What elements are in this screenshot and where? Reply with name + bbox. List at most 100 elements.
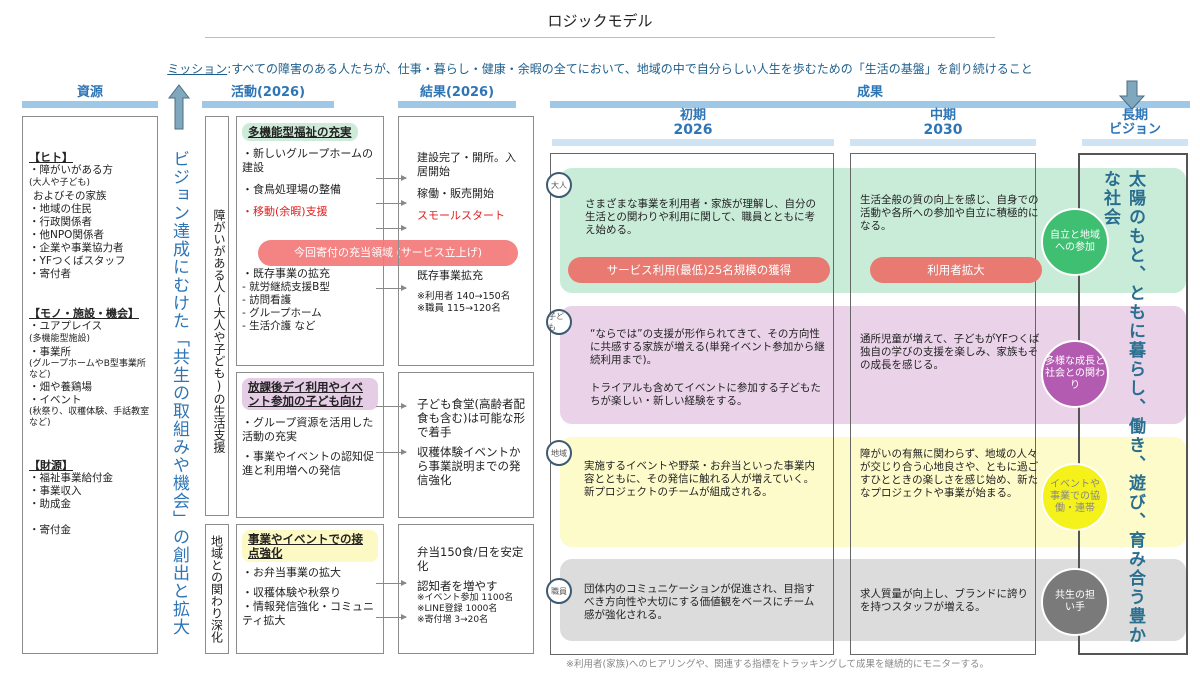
resource-item: ・事業収入 xyxy=(29,485,82,497)
goal-community-text: イベントや事業での協働・連帯 xyxy=(1050,479,1100,514)
outcome-mid-header: 中期 2030 xyxy=(850,108,1036,138)
resource-item: ・地域の住民 xyxy=(29,203,92,215)
children-initial-text: “ならでは”の支援が形作られてきて、その方向性に共感する家族が増える(単発イベン… xyxy=(590,328,825,366)
arrow-right-icon xyxy=(376,285,407,291)
footnote: ※利用者(家族)へのヒアリングや、関連する指標をトラッキングして成果を継続的にモ… xyxy=(566,659,990,670)
activity-item: ・情報発信強化・コミュニティ拡大 xyxy=(242,600,374,627)
initial-year: 2026 xyxy=(673,122,713,138)
resources-money-list: ・福祉事業給付金 ・事業収入 ・助成金 ・寄付金 xyxy=(29,472,152,537)
tag-adults-text: 大人 xyxy=(551,180,567,190)
arrow-right-icon xyxy=(376,403,407,409)
long-sub-bar xyxy=(1082,139,1188,146)
tag-children: 子ども xyxy=(546,309,572,335)
title-divider xyxy=(205,37,995,38)
resource-item: ・障がいがある方 xyxy=(29,164,113,176)
resource-item: ・企業や事業協力者 xyxy=(29,242,124,254)
resource-item: ・ユアプレイス xyxy=(29,320,103,332)
goal-adults-text: 自立と地域への参加 xyxy=(1050,230,1100,253)
activity-item: ・新しいグループホームの建設 xyxy=(242,147,374,174)
goal-staff: 共生の担い手 xyxy=(1041,568,1109,636)
mid-sub-bar xyxy=(850,139,1036,146)
mid-year: 2030 xyxy=(923,122,963,138)
mid-label: 中期 xyxy=(929,108,956,123)
adults-initial-pill: サービス利用(最低)25名規模の獲得 xyxy=(568,257,830,283)
tag-staff-text: 職員 xyxy=(551,586,567,596)
side-label-life-support: 障がいがある人(大人や子ども)の生活支援 xyxy=(205,116,229,516)
resource-item: ・福祉事業給付金 xyxy=(29,472,113,484)
resource-item: およびその家族 xyxy=(33,190,107,202)
children-mid-text: 通所児童が増えて、子どもがYFつくば独自の学びの支援を楽しみ、家族もその成長を感… xyxy=(860,333,1040,371)
resource-item: (秋祭り、収穫体験、手話教室など) xyxy=(29,407,150,428)
resource-item: ・行政関係者 xyxy=(29,216,92,228)
result-metric: ※LINE登録 1000名 xyxy=(417,604,498,614)
activity-block-3-heading: 事業やイベントでの接点強化 xyxy=(242,530,378,562)
result-metric: ※イベント参加 1100名 xyxy=(417,593,514,603)
resources-people-list: ・障がいがある方 (大人や子ども) およびその家族 ・地域の住民 ・行政関係者 … xyxy=(29,164,152,281)
column-bar-resources xyxy=(22,101,158,108)
resource-item: ・他NPO関係者 xyxy=(29,229,104,241)
initial-sub-bar xyxy=(552,139,834,146)
donation-allocation-pill: 今回寄付の充当領域 (サービス立上げ) xyxy=(258,240,518,266)
result-block-1: 建設完了・開所。入居開始 稼働・販売開始 スモールスタート 既存事業拡充 ※利用… xyxy=(398,116,534,366)
result-item: 認知者を増やす xyxy=(417,579,498,593)
column-header-results: 結果(2026) xyxy=(419,85,495,100)
adults-mid-pill: 利用者拡大 xyxy=(870,257,1042,283)
adults-mid-text: 生活全般の質の向上を感じ、自身での活動や各所への参加や自立に積極的になる。 xyxy=(860,194,1039,232)
arrow-right-icon xyxy=(376,580,407,586)
activity-block-1-heading: 多機能型福祉の充実 xyxy=(242,123,358,141)
goal-children-text: 多様な成長と社会との関わり xyxy=(1045,356,1105,391)
down-arrow-icon xyxy=(1119,80,1145,110)
result-metric: ※利用者 140→150名 xyxy=(417,291,511,302)
resources-box: 【ヒト】 ・障がいがある方 (大人や子ども) およびその家族 ・地域の住民 ・行… xyxy=(22,116,158,654)
side-label-community-text: 地域との関わり深化 xyxy=(209,535,224,643)
side-label-life-support-text: 障がいがある人(大人や子ども)の生活支援 xyxy=(212,209,226,453)
initial-column-box xyxy=(550,153,834,655)
mission-label: ミッション xyxy=(167,62,228,76)
resource-item: ・助成金 xyxy=(29,498,71,510)
arrow-right-icon xyxy=(376,175,407,181)
tag-staff: 職員 xyxy=(546,578,572,604)
column-bar-outcomes xyxy=(550,101,1190,108)
activity-block-2-heading: 放課後デイ利用やイベント参加の子ども向け xyxy=(242,378,378,410)
resources-things-list: ・ユアプレイス (多機能型施設) ・事業所 (グループホームやB型事業所など) … xyxy=(29,320,152,429)
activity-item: ・食鳥処理場の整備 xyxy=(242,183,341,196)
result-item-highlight: スモールスタート xyxy=(417,209,505,222)
activity-item: ・お弁当事業の拡大 xyxy=(242,566,341,579)
initial-label: 初期 xyxy=(679,108,706,123)
activity-item: ・グループ資源を活用した活動の充実 xyxy=(242,416,374,443)
activity-item: ・収穫体験や秋祭り xyxy=(242,586,341,599)
side-label-community: 地域との関わり深化 xyxy=(205,524,229,654)
goal-children: 多様な成長と社会との関わり xyxy=(1041,340,1109,408)
activity-subitem: - 生活介護 など xyxy=(242,320,316,332)
adults-initial-text: さまざまな事業を利用者・家族が理解し、自分の生活との関わりや利用に関して、職員と… xyxy=(585,198,816,236)
result-item: 建設完了・開所。入居開始 xyxy=(417,151,516,178)
resources-money-heading: 【財源】 xyxy=(29,459,73,472)
column-bar-activities xyxy=(202,101,334,108)
mission-text: :すべての障害のある人たちが、仕事・暮らし・健康・余暇の全てにおいて、地域の中で… xyxy=(227,62,1033,76)
activity-item: ・既存事業の拡充 xyxy=(242,267,330,280)
arrow-right-icon xyxy=(376,225,407,231)
page-title: ロジックモデル xyxy=(547,12,653,30)
resource-item: ・畑や養鶏場 xyxy=(29,381,92,393)
result-metric: ※寄付増 3→20名 xyxy=(417,615,489,625)
resource-item xyxy=(29,511,152,524)
long-sub: ビジョン xyxy=(1108,122,1161,137)
activity-subitem: - 訪問看護 xyxy=(242,294,292,306)
activity-block-1: 多機能型福祉の充実 ・新しいグループホームの建設 ・食鳥処理場の整備 ・移動(余… xyxy=(236,116,384,366)
tag-children-text: 子ども xyxy=(548,312,564,332)
goal-adults: 自立と地域への参加 xyxy=(1041,208,1109,276)
arrow-right-icon xyxy=(376,449,407,455)
resource-item: ・YFつくばスタッフ xyxy=(29,255,126,267)
activity-block-2: 放課後デイ利用やイベント参加の子ども向け ・グループ資源を活用した活動の充実 ・… xyxy=(236,372,384,518)
resource-item: (多機能型施設) xyxy=(29,334,91,344)
arrow-right-icon xyxy=(376,200,407,206)
result-item: 収穫体験イベントから事業説明までの発信強化 xyxy=(417,445,521,487)
resource-item: (グループホームやB型事業所など) xyxy=(29,359,146,380)
tag-adults: 大人 xyxy=(546,172,572,198)
result-item: 稼働・販売開始 xyxy=(417,187,494,200)
long-term-vision: 太陽のもと、ともに暮らし、働き、遊び、育み合う豊かな社会 xyxy=(1100,170,1145,645)
mid-column-box xyxy=(850,153,1036,655)
resource-item: ・事業所 xyxy=(29,346,71,358)
column-header-resources: 資源 xyxy=(76,85,103,100)
column-header-activities: 活動(2026) xyxy=(230,85,306,100)
